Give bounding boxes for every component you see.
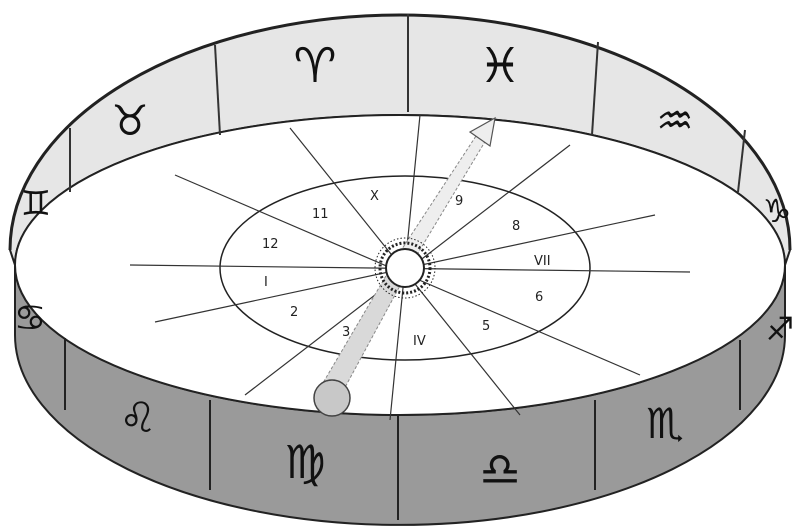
house-label: VII	[534, 254, 551, 269]
house-label: I	[264, 275, 268, 290]
house-label: IV	[413, 334, 426, 349]
leo-icon: ♌	[119, 393, 157, 442]
earth-icon	[314, 380, 350, 416]
taurus-icon: ♉	[111, 96, 149, 145]
house-label: 11	[312, 207, 329, 222]
scorpio-icon: ♏	[646, 399, 684, 448]
aquarius-icon: ♒	[656, 96, 694, 145]
house-label: 8	[512, 219, 520, 234]
house-label: 2	[290, 305, 298, 320]
virgo-icon: ♍	[284, 435, 325, 489]
pisces-icon: ♓	[478, 38, 521, 94]
sagittarius-icon: ♐	[766, 310, 795, 348]
gemini-icon: ♊	[21, 184, 51, 224]
house-label: 9	[455, 194, 463, 209]
libra-icon: ♎	[479, 442, 520, 496]
house-label: 12	[262, 237, 279, 252]
house-label: 5	[482, 319, 490, 334]
cancer-icon: ♋	[14, 298, 46, 339]
house-label: X	[370, 189, 379, 204]
aries-icon: ♈	[293, 38, 336, 94]
house-label: 6	[535, 290, 543, 305]
capricorn-icon: ♑	[763, 192, 792, 230]
house-label: 3	[342, 325, 350, 340]
